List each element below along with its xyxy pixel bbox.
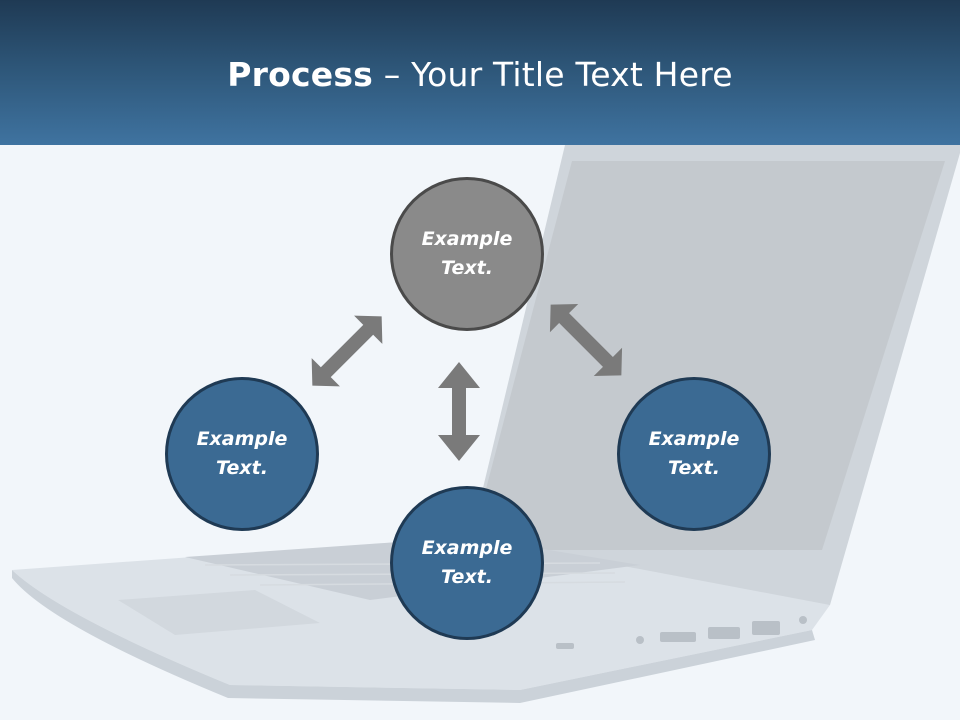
node-text-line2: Text. xyxy=(441,566,493,588)
laptop-port-3 xyxy=(752,621,780,635)
laptop-touchpad xyxy=(118,590,320,635)
node-text-line2: Text. xyxy=(216,457,268,479)
laptop-port-1 xyxy=(660,632,696,642)
process-node-left: Example Text. xyxy=(165,377,319,531)
laptop-port-2 xyxy=(708,627,740,639)
arrow-left-diagonal xyxy=(311,315,383,387)
title-rest-part: – Your Title Text Here xyxy=(373,55,733,94)
process-node-right: Example Text. xyxy=(617,377,771,531)
title-bold-part: Process xyxy=(227,55,374,94)
laptop-port-6 xyxy=(556,643,574,649)
laptop-port-5 xyxy=(799,616,807,624)
node-text-line2: Text. xyxy=(668,457,720,479)
node-text-line1: Example xyxy=(196,428,288,450)
arrow-right-diagonal xyxy=(549,303,623,377)
arrow-vertical xyxy=(438,362,480,461)
process-node-top: Example Text. xyxy=(390,177,544,331)
laptop-port-4 xyxy=(636,636,644,644)
node-text-line1: Example xyxy=(648,428,740,450)
laptop-screen xyxy=(470,161,945,550)
node-text-line1: Example xyxy=(421,537,513,559)
slide-header: Process – Your Title Text Here xyxy=(0,0,960,145)
node-text-line2: Text. xyxy=(441,257,493,279)
node-text-line1: Example xyxy=(421,228,513,250)
process-node-bottom: Example Text. xyxy=(390,486,544,640)
slide-title: Process – Your Title Text Here xyxy=(0,52,960,98)
